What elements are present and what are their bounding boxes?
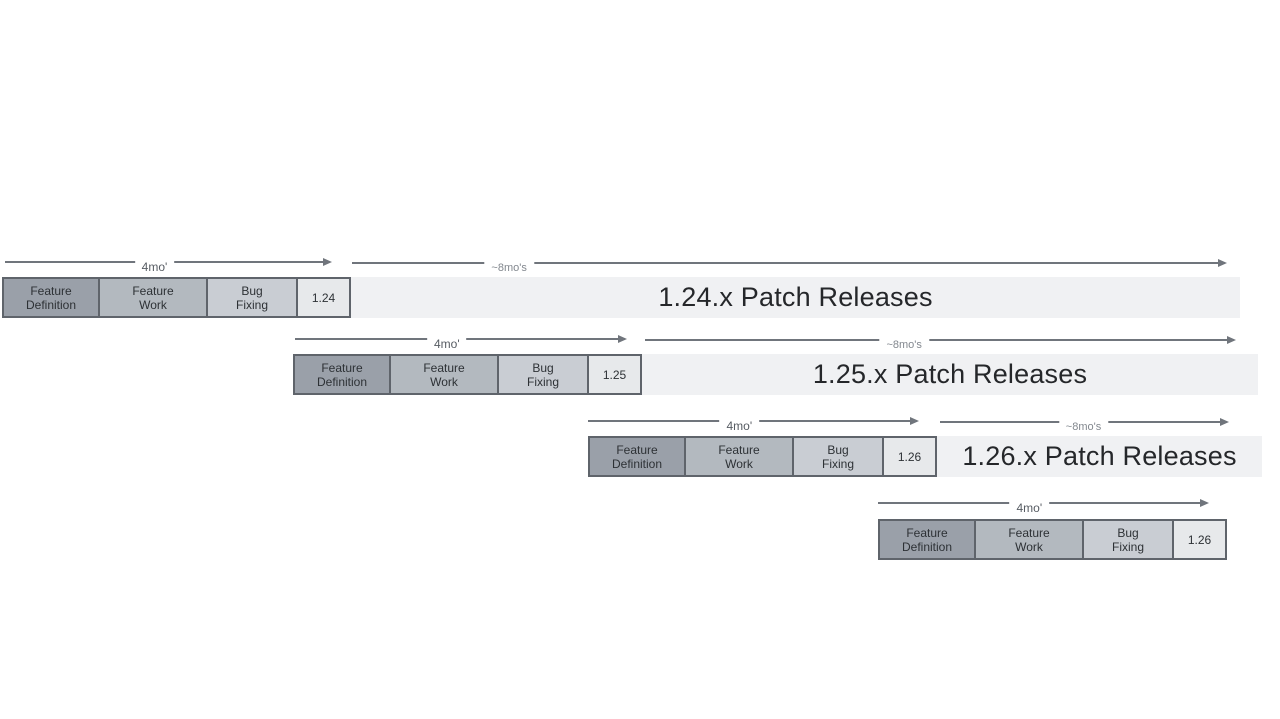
phase-feature-definition: Feature Definition <box>2 277 100 318</box>
arrow-right-icon <box>1200 499 1209 507</box>
patch-duration-label: ~8mo's <box>879 337 929 353</box>
phase-feature-definition: Feature Definition <box>588 436 686 477</box>
phase-feature-work: Feature Work <box>391 354 499 395</box>
cycle-duration-label: 4mo' <box>1009 500 1050 516</box>
release-row: Feature Definition Feature Work Bug Fixi… <box>2 277 1240 318</box>
patch-duration-label: ~8mo's <box>1058 419 1109 435</box>
cycle-duration-arrow: 4mo' <box>295 335 627 352</box>
cycle-duration-arrow: 4mo' <box>878 499 1209 516</box>
phase-bug-fixing: Bug Fixing <box>794 436 884 477</box>
patch-duration-arrow: ~8mo's <box>940 418 1229 435</box>
patch-duration-label: ~8mo's <box>484 260 534 276</box>
arrow-right-icon <box>618 335 627 343</box>
version-box: 1.26 <box>884 436 937 477</box>
release-row: Feature Definition Feature Work Bug Fixi… <box>878 519 1227 560</box>
release-row: Feature Definition Feature Work Bug Fixi… <box>293 354 1258 395</box>
cycle-duration-arrow: 4mo' <box>588 417 919 434</box>
patch-releases-label: 1.26.x Patch Releases <box>962 441 1237 471</box>
patch-duration-arrow: ~8mo's <box>645 336 1236 353</box>
cycle-duration-label: 4mo' <box>134 259 175 275</box>
phase-feature-definition: Feature Definition <box>293 354 391 395</box>
patch-duration-arrow: ~8mo's <box>352 259 1227 276</box>
arrow-right-icon <box>1218 259 1227 267</box>
phase-feature-work: Feature Work <box>100 277 208 318</box>
patch-releases-bar: 1.26.x Patch Releases <box>937 436 1262 477</box>
phase-feature-work: Feature Work <box>976 519 1084 560</box>
arrow-right-icon <box>910 417 919 425</box>
version-box: 1.25 <box>589 354 642 395</box>
phase-bug-fixing: Bug Fixing <box>499 354 589 395</box>
phase-bug-fixing: Bug Fixing <box>208 277 298 318</box>
phase-bug-fixing: Bug Fixing <box>1084 519 1174 560</box>
arrow-right-icon <box>323 258 332 266</box>
patch-releases-label: 1.24.x Patch Releases <box>658 282 933 312</box>
release-row: Feature Definition Feature Work Bug Fixi… <box>588 436 1262 477</box>
patch-releases-bar: 1.25.x Patch Releases <box>642 354 1258 395</box>
phase-feature-definition: Feature Definition <box>878 519 976 560</box>
patch-releases-label: 1.25.x Patch Releases <box>812 359 1088 389</box>
arrow-right-icon <box>1227 336 1236 344</box>
cycle-duration-arrow: 4mo' <box>5 258 332 275</box>
patch-releases-bar: 1.24.x Patch Releases <box>351 277 1240 318</box>
phase-feature-work: Feature Work <box>686 436 794 477</box>
version-box: 1.26 <box>1174 519 1227 560</box>
cycle-duration-label: 4mo' <box>719 418 760 434</box>
arrow-right-icon <box>1220 418 1229 426</box>
version-box: 1.24 <box>298 277 351 318</box>
cycle-duration-label: 4mo' <box>426 336 467 352</box>
